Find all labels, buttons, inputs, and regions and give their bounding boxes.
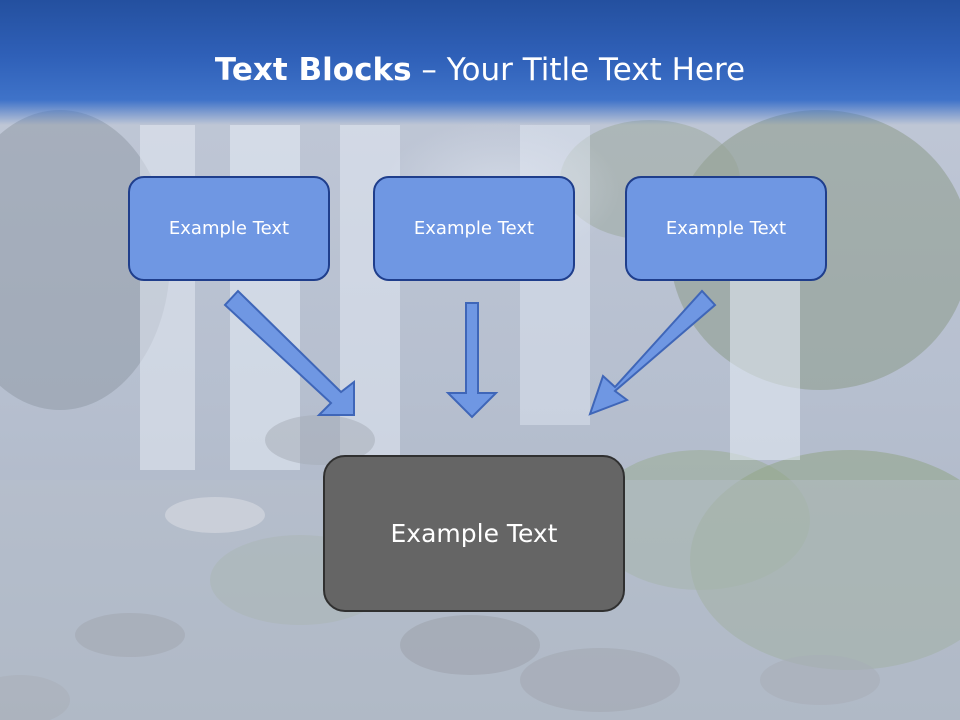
text-block-2-label: Example Text [413,218,535,239]
title-rest-text: – Your Title Text Here [411,52,746,88]
left-diagonal-arrow [223,289,355,416]
title-bold-text: Text Blocks [214,52,412,88]
text-block-1[interactable]: Example Text [128,176,330,281]
text-block-3-label: Example Text [665,218,787,239]
result-block-label: Example Text [390,519,558,548]
right-diagonal-arrow [588,289,717,416]
center-down-arrow [445,302,499,419]
text-block-1-label: Example Text [168,218,290,239]
result-block[interactable]: Example Text [323,455,625,612]
title-bar [0,0,960,125]
slide-title: Text Blocks – Your Title Text Here [0,52,960,88]
text-block-3[interactable]: Example Text [625,176,827,281]
text-block-2[interactable]: Example Text [373,176,575,281]
